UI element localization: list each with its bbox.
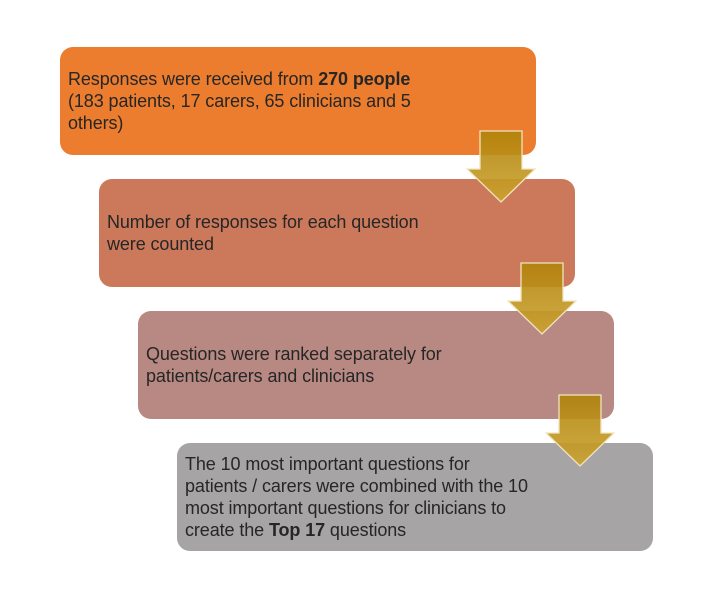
flowchart-step-4: The 10 most important questions for pati…	[177, 443, 653, 551]
step-1-text: Responses were received from 270 people …	[68, 69, 411, 133]
flowchart-step-3: Questions were ranked separately for pat…	[138, 311, 614, 419]
flowchart-step-1: Responses were received from 270 people …	[60, 47, 536, 155]
down-arrow-shape	[507, 262, 577, 335]
step-2-text: Number of responses for each question we…	[107, 212, 419, 254]
down-arrow-icon	[545, 394, 615, 467]
step-4-text: The 10 most important questions for pati…	[185, 454, 528, 540]
down-arrow-icon	[466, 130, 536, 203]
down-arrow-shape	[545, 394, 615, 467]
down-arrow-shape	[466, 130, 536, 203]
step-3-text: Questions were ranked separately for pat…	[146, 344, 442, 386]
down-arrow-icon	[507, 262, 577, 335]
